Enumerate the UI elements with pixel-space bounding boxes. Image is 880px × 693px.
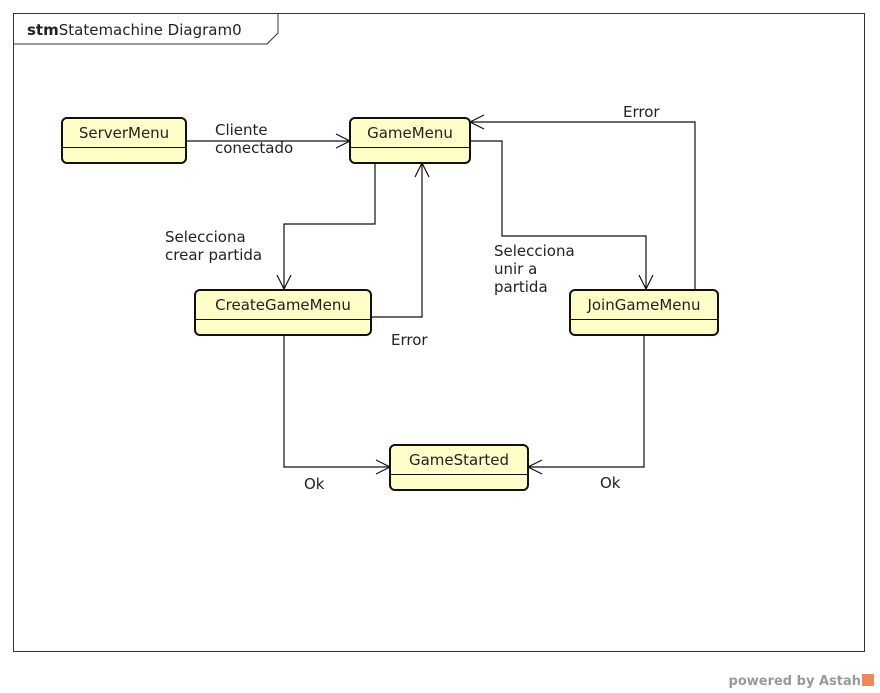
transition-join-to-started [528,336,645,468]
label-line: Cliente [215,121,268,139]
state-divider [196,319,370,320]
label-line: unir a [494,260,538,278]
state-divider [571,319,717,320]
state-divider [351,147,469,148]
state-divider [391,474,527,475]
state-name: JoinGameMenu [587,296,701,314]
transition-game-to-join [470,140,647,289]
frame-name: Statemachine Diagram0 [58,21,242,39]
frame-kind: stm [27,21,59,39]
label-ok-join: Ok [600,474,621,492]
state-game-started[interactable]: GameStarted [389,444,529,491]
state-divider [63,147,185,148]
state-name: ServerMenu [78,124,170,142]
transition-game-to-create [283,163,376,289]
footer-text: powered by Astah [728,674,861,689]
state-game-menu[interactable]: GameMenu [349,117,471,164]
label-line: Selecciona [494,242,575,260]
label-selecciona-crear: Selecciona crear partida [165,228,262,264]
diagram-frame [13,13,865,652]
label-error-join: Error [623,103,660,121]
state-create-game-menu[interactable]: CreateGameMenu [194,289,372,336]
label-line: conectado [215,139,294,157]
label-cliente-conectado: Cliente conectado [215,121,293,157]
transition-create-to-started [283,336,390,468]
state-join-game-menu[interactable]: JoinGameMenu [569,289,719,336]
state-name: CreateGameMenu [215,296,351,314]
label-ok-create: Ok [304,475,325,493]
state-name: GameStarted [408,451,510,469]
label-selecciona-unir: Selecciona unir a partida [494,242,575,296]
label-line: partida [494,278,548,296]
label-line: Selecciona [165,228,246,246]
label-line: crear partida [165,246,263,264]
state-name: GameMenu [367,124,453,142]
frame-tab [13,13,279,45]
label-error-create: Error [391,331,428,349]
powered-by-footer: powered by Astah [729,674,874,689]
state-server-menu[interactable]: ServerMenu [61,117,187,164]
transition-join-to-game [470,121,696,289]
transition-create-to-game [371,163,423,318]
frame-title: stmStatemachine Diagram0 [27,21,242,39]
astah-logo-icon [862,674,874,686]
